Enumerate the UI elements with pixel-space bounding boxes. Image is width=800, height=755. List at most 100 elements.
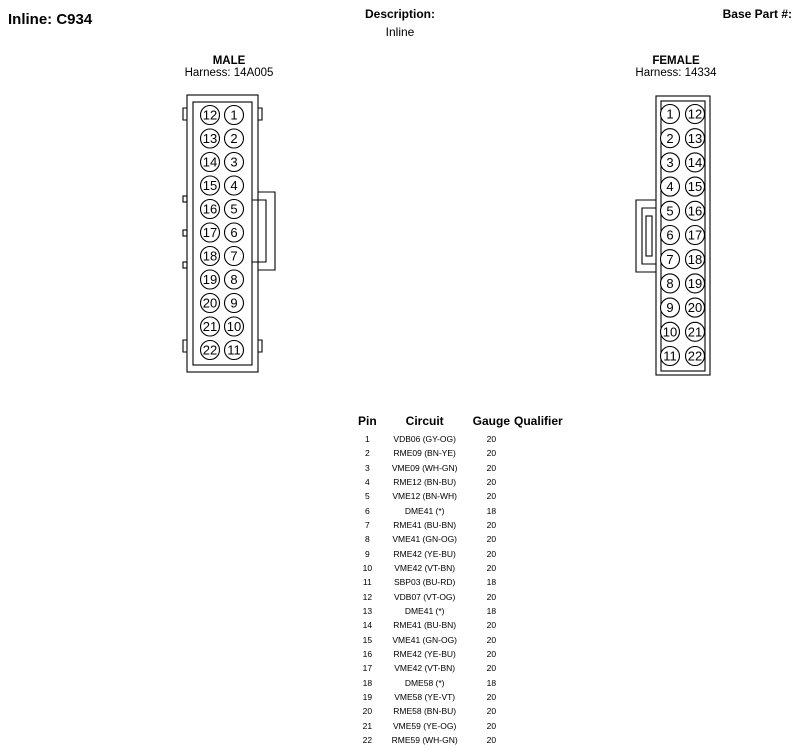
pin-number: 1 [666, 107, 673, 122]
female-caption: FEMALE Harness: 14334 [606, 55, 746, 79]
gauge-cell: 20 [486, 706, 497, 717]
pin-number: 10 [227, 319, 241, 334]
pin-cell: 19 [362, 692, 373, 703]
pin-circle [684, 321, 706, 342]
gauge-cell: 20 [486, 548, 497, 559]
pin-cavity: 22 [684, 345, 706, 367]
gauge-cell: 20 [486, 563, 497, 574]
circuit-cell: VME42 (VT-BN) [394, 663, 456, 674]
pin-circle [223, 339, 245, 361]
header-circuit: Circuit [405, 414, 444, 428]
pin-circle [659, 273, 681, 294]
pin-cavity: 5 [223, 198, 245, 220]
pin-cavity: 15 [684, 176, 706, 197]
pin-number: 9 [230, 296, 237, 311]
pin-number: 6 [666, 228, 673, 243]
pin-circle [223, 316, 245, 337]
pin-circle [199, 245, 221, 267]
pin-number: 14 [203, 155, 217, 170]
pin-cavity: 12 [199, 104, 221, 126]
gauge-cell: 20 [486, 692, 497, 703]
pin-cavity: 2 [659, 128, 681, 149]
pin-circle [684, 249, 706, 270]
pin-number: 21 [688, 324, 702, 339]
pin-cell: 17 [362, 663, 373, 674]
pin-circle [199, 222, 221, 243]
gauge-cell: 20 [486, 735, 497, 746]
circuit-cell: RME41 (BU-BN) [393, 520, 457, 531]
pin-circle [659, 321, 681, 342]
pin-number: 15 [688, 179, 702, 194]
pin-number: 5 [230, 202, 237, 217]
gauge-cell: 20 [486, 620, 497, 631]
pin-circle [223, 104, 245, 126]
pin-cell: 5 [364, 491, 370, 502]
pin-cell: 2 [364, 448, 370, 459]
pin-circle [684, 297, 706, 318]
pin-number: 3 [230, 155, 237, 170]
qualifier-cell [512, 547, 565, 561]
pin-cavity: 20 [199, 292, 221, 314]
male-harness: Harness: 14A005 [184, 67, 274, 79]
gauge-cell: 20 [486, 591, 497, 602]
pin-circle [199, 316, 221, 337]
pin-cell: 14 [362, 620, 373, 631]
pin-cavity: 11 [223, 339, 245, 361]
qualifier-cell [512, 518, 565, 532]
pin-cell: 10 [362, 563, 373, 574]
pin-cavity: 9 [659, 297, 681, 318]
circuit-cell: DME58 (*) [404, 677, 445, 688]
pin-cavity: 17 [199, 222, 221, 243]
pin-number: 18 [688, 252, 702, 267]
qualifier-cell [512, 432, 565, 446]
qualifier-cell [512, 676, 565, 690]
header-qualifier: Qualifier [514, 414, 563, 428]
circuit-cell: VME09 (WH-GN) [391, 462, 458, 473]
circuit-cell: RME12 (BN-BU) [393, 477, 457, 488]
female-harness: Harness: 14334 [635, 67, 717, 79]
pin-circle [199, 198, 221, 220]
pin-cavity: 4 [659, 176, 681, 197]
pin-number: 5 [666, 203, 673, 218]
pin-cell: 4 [364, 477, 370, 488]
pin-number: 19 [203, 272, 217, 287]
table-row: 17 VME42 (VT-BN) 20 [356, 661, 565, 675]
pin-circle [659, 345, 681, 367]
qualifier-cell [512, 618, 565, 632]
pin-number: 8 [230, 272, 237, 287]
pin-number: 19 [688, 276, 702, 291]
pin-cell: 9 [364, 548, 370, 559]
gauge-cell: 20 [486, 434, 497, 445]
pin-number: 7 [230, 249, 237, 264]
pin-number: 4 [666, 179, 673, 194]
pin-number: 9 [666, 300, 673, 315]
qualifier-cell [512, 633, 565, 647]
pin-cavity: 6 [659, 224, 681, 246]
gauge-cell: 20 [486, 663, 497, 674]
pin-circle [659, 297, 681, 318]
pin-circle [684, 103, 706, 125]
qualifier-cell [512, 733, 565, 747]
qualifier-cell [512, 489, 565, 503]
pin-cell: 3 [364, 462, 370, 473]
pin-cell: 7 [364, 520, 370, 531]
qualifier-cell [512, 475, 565, 489]
pin-cell: 1 [364, 434, 370, 445]
pin-circle [659, 200, 681, 221]
pin-circle [199, 339, 221, 361]
pin-circle [199, 269, 221, 290]
pin-number: 22 [203, 343, 217, 358]
pin-circle [199, 175, 221, 196]
circuit-cell: RME59 (WH-GN) [391, 735, 458, 746]
